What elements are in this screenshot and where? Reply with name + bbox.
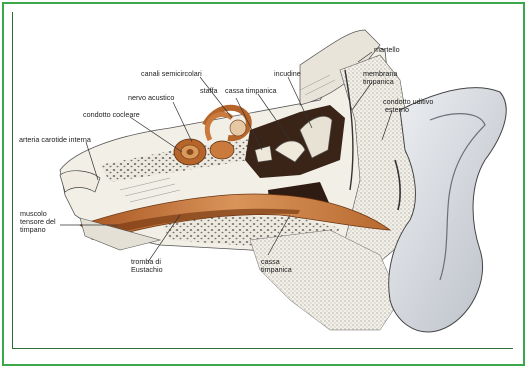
label-martello: martello (374, 45, 400, 54)
label-staffa: staffa (200, 86, 217, 95)
label-incudine: incudine (274, 69, 301, 78)
label-cassa-timpanica-top: cassa timpanica (225, 86, 277, 95)
label-muscolo-3: timpano (20, 225, 46, 234)
label-condotto-cocleare: condotto cocleare (83, 110, 140, 119)
label-condotto-uditivo-2: esterno (385, 105, 409, 114)
label-canali-semicircolari: canali semicircolari (141, 69, 202, 78)
label-cassa-timpanica-bottom-2: timpanica (261, 265, 292, 274)
label-membrana-2: timpanica (363, 77, 394, 86)
label-arteria-carotide: arteria carotide interna (19, 135, 91, 144)
label-tromba-2: Eustachio (131, 265, 163, 274)
label-nervo-acustico: nervo acustico (128, 93, 174, 102)
